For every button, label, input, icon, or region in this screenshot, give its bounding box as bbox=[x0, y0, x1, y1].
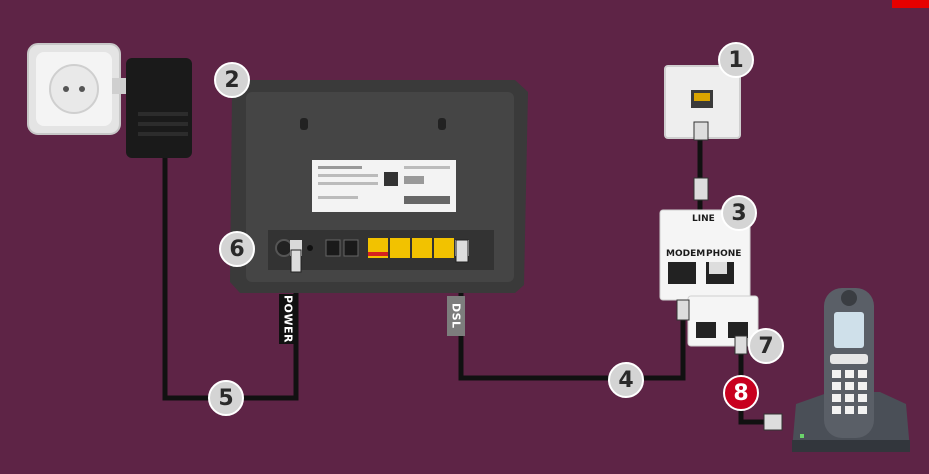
phone-splitter-secondary bbox=[676, 295, 783, 431]
step-badge-7: 7 bbox=[748, 328, 784, 364]
dsl-cable-label: DSL bbox=[447, 296, 465, 336]
splitter-line-label: LINE bbox=[692, 214, 715, 224]
step-badge-2: 2 bbox=[214, 62, 250, 98]
router bbox=[230, 80, 528, 293]
power-adapter bbox=[112, 58, 192, 158]
cordless-phone bbox=[792, 288, 910, 452]
splitter-phone-label: PHONE bbox=[706, 249, 742, 259]
telephone-wall-jack bbox=[664, 65, 741, 201]
step-badge-8: 8 bbox=[723, 375, 759, 411]
step-badge-3: 3 bbox=[721, 195, 757, 231]
step-badge-1: 1 bbox=[718, 42, 754, 78]
brand-corner-mark bbox=[892, 0, 929, 8]
splitter-modem-label: MODEM bbox=[666, 249, 706, 259]
step-badge-5: 5 bbox=[208, 380, 244, 416]
step-badge-4: 4 bbox=[608, 362, 644, 398]
power-cable-label: POWER bbox=[279, 294, 297, 344]
wall-socket bbox=[27, 43, 121, 135]
power-connector bbox=[290, 249, 302, 273]
phone-cable bbox=[738, 345, 768, 425]
step-badge-6: 6 bbox=[219, 231, 255, 267]
dsl-connector bbox=[455, 239, 469, 263]
